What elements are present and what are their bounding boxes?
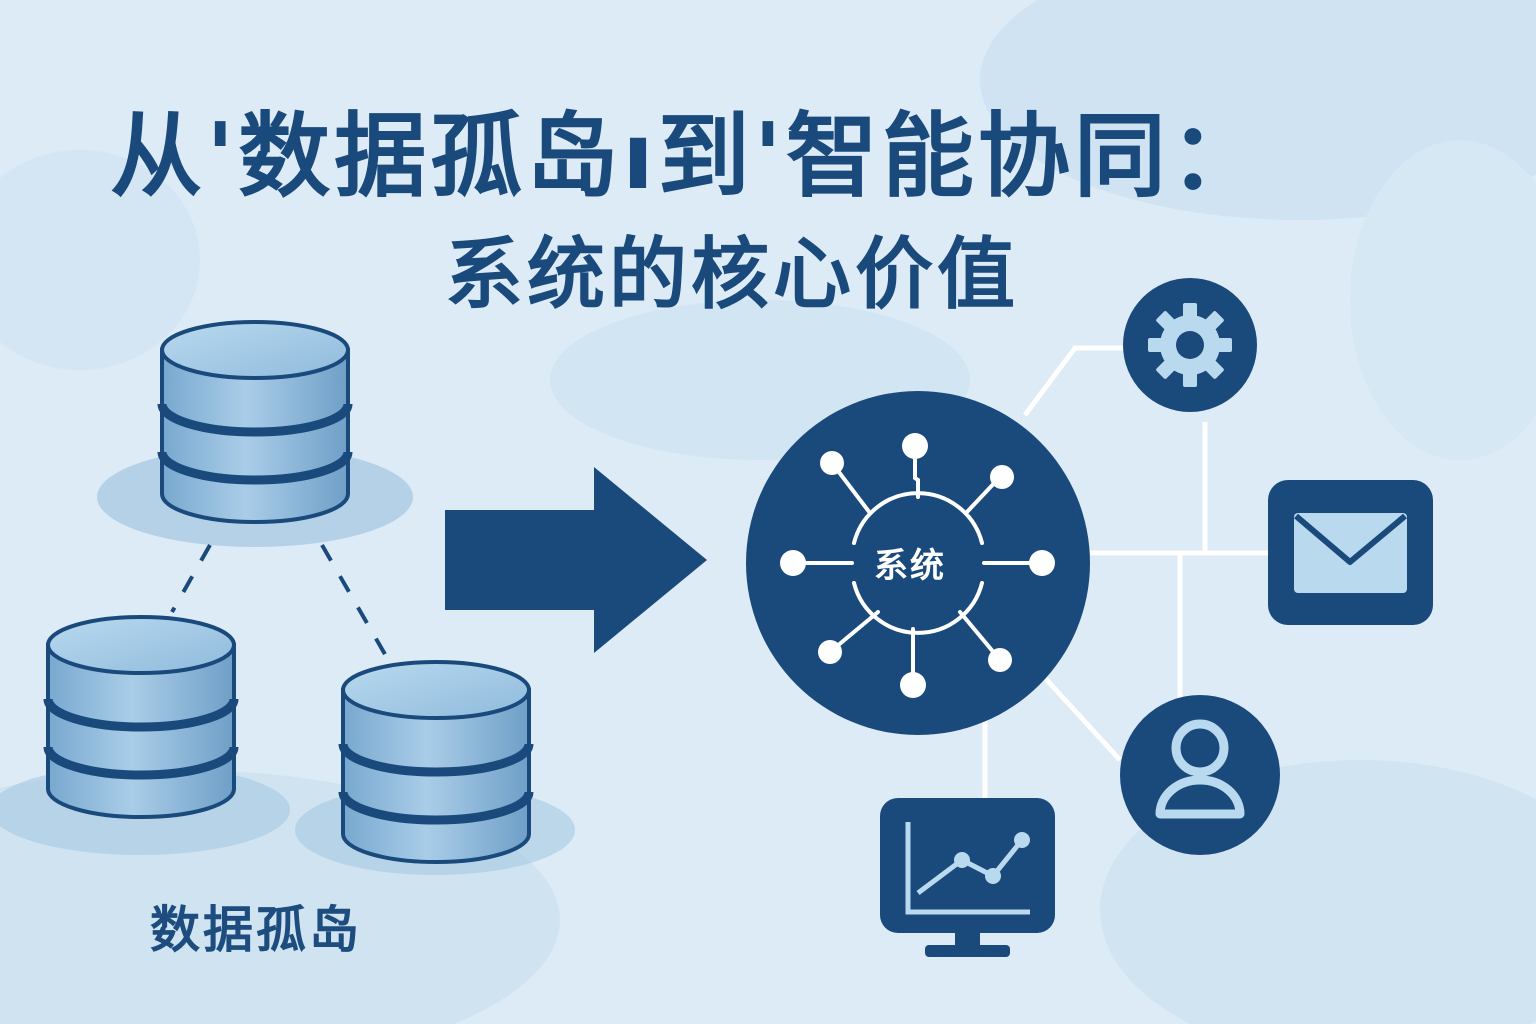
connector-lines [982, 345, 1268, 800]
network-hub-icon [746, 391, 1090, 735]
transition-arrow-icon [445, 467, 707, 653]
database-icon [157, 320, 353, 524]
hub-label: 系统 [874, 546, 946, 586]
silo-dashed-links [170, 544, 388, 657]
database-icon [338, 660, 534, 864]
page-title: 从'数据孤岛ı到'智能协同： [110, 103, 1266, 210]
gear-icon [1123, 278, 1257, 412]
database-icon [43, 615, 239, 819]
user-icon [1120, 695, 1280, 855]
monitor-chart-icon [880, 798, 1055, 957]
mail-icon [1268, 480, 1433, 625]
page-subtitle: 系统的核心价值 [444, 230, 1019, 320]
silo-label: 数据孤岛 [150, 901, 362, 959]
